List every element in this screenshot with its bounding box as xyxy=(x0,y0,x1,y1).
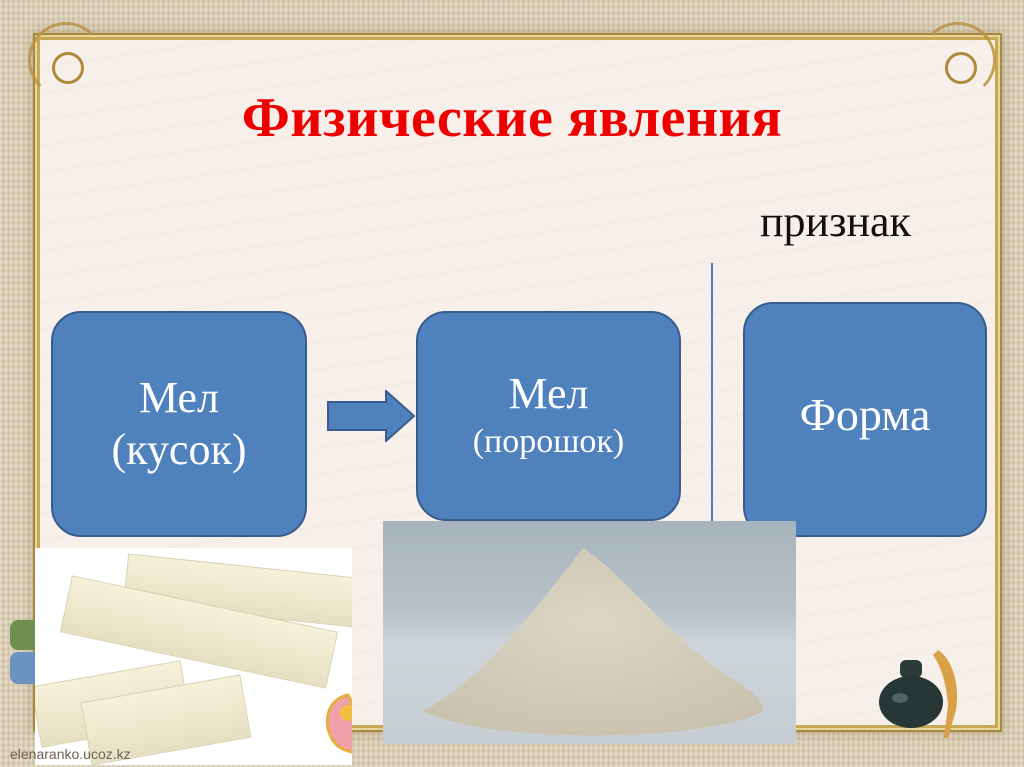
watermark: elenaranko.ucoz.kz xyxy=(10,746,131,762)
ornament-swirl-icon xyxy=(945,52,977,84)
box-chalk-powder: Мел (порошок) xyxy=(416,311,681,521)
quill-feather-icon xyxy=(933,650,958,738)
sign-label: признак xyxy=(760,197,911,246)
fair-logo-icon xyxy=(325,693,352,754)
inkwell-icon xyxy=(879,650,958,738)
box-line-2: (кусок) xyxy=(111,425,247,474)
powder-pile xyxy=(423,548,763,736)
box-line-1: Форма xyxy=(799,388,931,440)
chalk-sticks-photo xyxy=(35,548,352,765)
box-form: Форма xyxy=(743,302,987,537)
vertical-divider xyxy=(711,263,713,525)
ornament-swirl-icon xyxy=(52,52,84,84)
box-line-1: Мел xyxy=(138,373,220,422)
box-line-2: (порошок) xyxy=(472,423,625,460)
ornament-top-left-icon xyxy=(28,22,104,98)
arrow-right-icon xyxy=(327,390,416,442)
slide-title: Физические явления xyxy=(241,87,783,149)
chalk-powder-photo xyxy=(383,521,796,744)
box-line-1: Мел xyxy=(508,369,589,418)
box-chalk-piece: Мел (кусок) xyxy=(51,311,307,537)
